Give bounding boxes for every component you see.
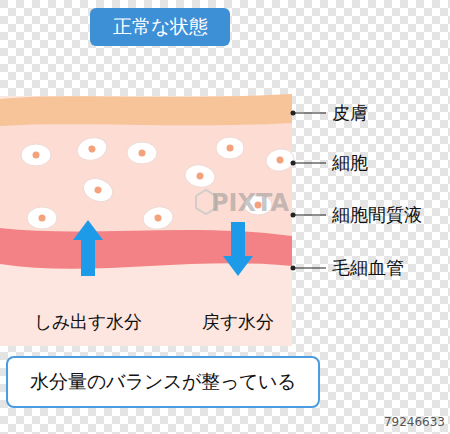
watermark-id: 79246633 bbox=[384, 415, 445, 429]
skin-layer bbox=[0, 94, 292, 126]
return-arrow bbox=[223, 222, 253, 276]
seep-arrow bbox=[73, 220, 103, 276]
leader-lines bbox=[293, 113, 326, 268]
leader-dots bbox=[291, 111, 296, 271]
part-label: 皮膚 bbox=[332, 102, 368, 124]
title-box: 正常な状態 bbox=[90, 8, 230, 46]
title: 正常な状態 bbox=[113, 14, 208, 40]
tissue-ground bbox=[0, 96, 292, 346]
caption-box: 水分量のバランスが整っている bbox=[6, 356, 320, 408]
part-label: 毛細血管 bbox=[332, 257, 404, 279]
part-label: 細胞間質液 bbox=[332, 204, 422, 226]
cells bbox=[21, 134, 296, 231]
interstitial-fluid bbox=[0, 122, 292, 236]
flow-label: 戻す水分 bbox=[202, 311, 274, 333]
capillary bbox=[0, 228, 292, 269]
flow-label: しみ出す水分 bbox=[34, 311, 142, 333]
watermark: PIXTA bbox=[211, 189, 289, 218]
part-label: 細胞 bbox=[332, 152, 368, 174]
caption: 水分量のバランスが整っている bbox=[30, 369, 296, 395]
